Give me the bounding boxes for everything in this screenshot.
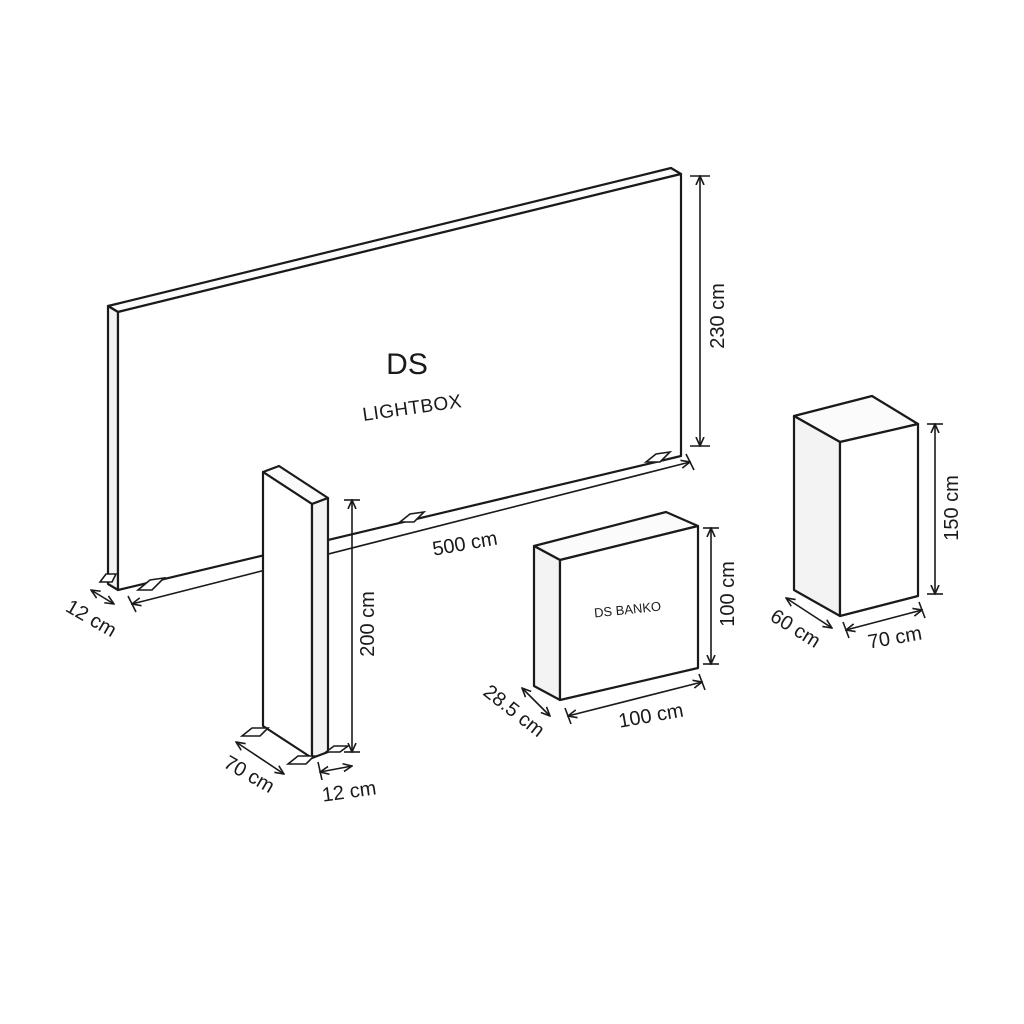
tower-right-face: [310, 496, 330, 760]
tower-depth-label: 12 cm: [321, 777, 378, 806]
pillar-width-label: 70 cm: [866, 623, 923, 654]
tower-left-face: [261, 470, 314, 760]
banko-depth-label: 28.5 cm: [479, 681, 549, 742]
lightbox-brand: DS: [386, 348, 428, 381]
pillar: 150 cm 60 cm 70 cm: [766, 394, 963, 654]
tower-width-dimension-line: [236, 742, 284, 774]
lightbox-foot: [98, 573, 118, 583]
lightbox-width-dimension-line: [132, 462, 690, 604]
lightbox-side-face: [106, 304, 120, 592]
lightbox-width-label: 500 cm: [431, 528, 499, 561]
banko-front-face: [558, 524, 700, 702]
banko-counter: DS BANKO 100 cm 100 cm 28.5 cm: [479, 510, 739, 742]
pillar-front-face: [838, 422, 920, 618]
banko-width-label: 100 cm: [617, 700, 685, 733]
lightbox-width-tick-left: [127, 595, 137, 613]
tower-depth-dimension-line: [320, 766, 352, 772]
banko-side-face: [532, 544, 562, 702]
pillar-width-tick-right: [918, 601, 926, 619]
lightbox-height-label: 230 cm: [707, 283, 729, 349]
lightbox-depth-dimension-line: [91, 590, 114, 604]
tower-foot: [239, 727, 270, 737]
tower-foot: [323, 745, 351, 753]
banko-width-tick-left: [564, 707, 572, 725]
lightbox: DS LIGHTBOX 230 cm 500 cm 12 cm: [62, 166, 729, 642]
banko-height-label: 100 cm: [717, 561, 739, 627]
tower-depth-tick-left: [317, 761, 323, 781]
tower: 200 cm 70 cm 12 cm: [220, 464, 379, 807]
pillar-side-face: [792, 414, 842, 618]
banko-width-tick-right: [698, 673, 706, 691]
tower-height-label: 200 cm: [357, 591, 379, 657]
banko-name: DS BANKO: [593, 599, 661, 621]
pillar-width-tick-left: [842, 621, 850, 639]
tower-width-label: 70 cm: [220, 752, 278, 798]
banko-depth-dimension-line: [522, 688, 550, 716]
banko-width-dimension-line: [568, 682, 702, 716]
lightbox-width-tick-right: [685, 453, 695, 471]
pillar-height-label: 150 cm: [941, 475, 963, 541]
pillar-width-dimension-line: [846, 610, 922, 630]
tower-foot: [285, 755, 316, 765]
pillar-depth-label: 60 cm: [766, 605, 824, 653]
pillar-depth-dimension-line: [786, 598, 832, 628]
